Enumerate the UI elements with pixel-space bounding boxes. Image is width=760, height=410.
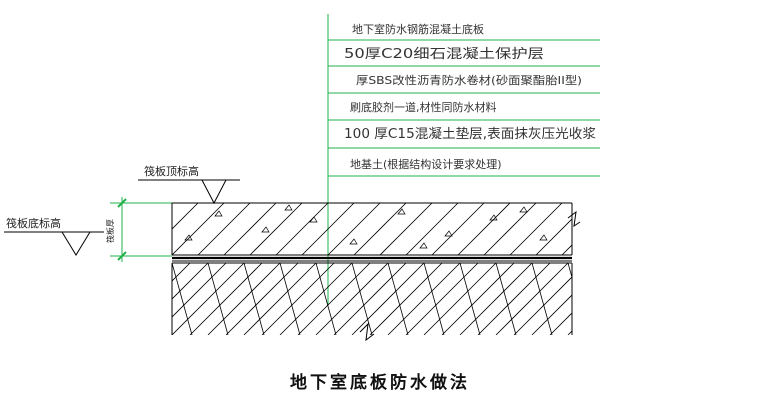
layer-leader-lines	[327, 14, 600, 305]
raft-top-elevation-label: 筏板顶标高	[144, 164, 199, 178]
callout-membrane: 厚SBS改性沥青防水卷材(砂面聚酯胎II型)	[356, 73, 582, 87]
drawing-title: 地下室底板防水做法	[290, 372, 470, 393]
waterproofing-membrane-layers	[172, 254, 572, 264]
subgrade-soil	[171, 263, 573, 335]
raft-bottom-elevation-marker	[4, 231, 104, 256]
callout-subgrade: 地基土(根据结构设计要求处理)	[350, 157, 502, 171]
raft-top-elevation-marker	[138, 179, 240, 205]
raft-thickness-dimension	[110, 197, 172, 262]
raft-bottom-elevation-label: 筏板底标高	[6, 216, 61, 230]
raft-thickness-label: 筏板厚	[105, 219, 115, 243]
callout-cushion-layer: 100 厚C15混凝土垫层,表面抹灰压光收浆	[344, 126, 596, 142]
break-marks	[359, 210, 581, 342]
concrete-raft-slab	[171, 202, 573, 255]
callout-primer: 刷底胶剂一道,材性同防水材料	[350, 100, 497, 114]
layer-callouts: 地下室防水钢筋混凝土底板 50厚C20细石混凝土保护层 厚SBS改性沥青防水卷材…	[344, 22, 596, 171]
callout-protective-layer: 50厚C20细石混凝土保护层	[344, 46, 544, 62]
callout-raft-slab: 地下室防水钢筋混凝土底板	[352, 22, 484, 36]
